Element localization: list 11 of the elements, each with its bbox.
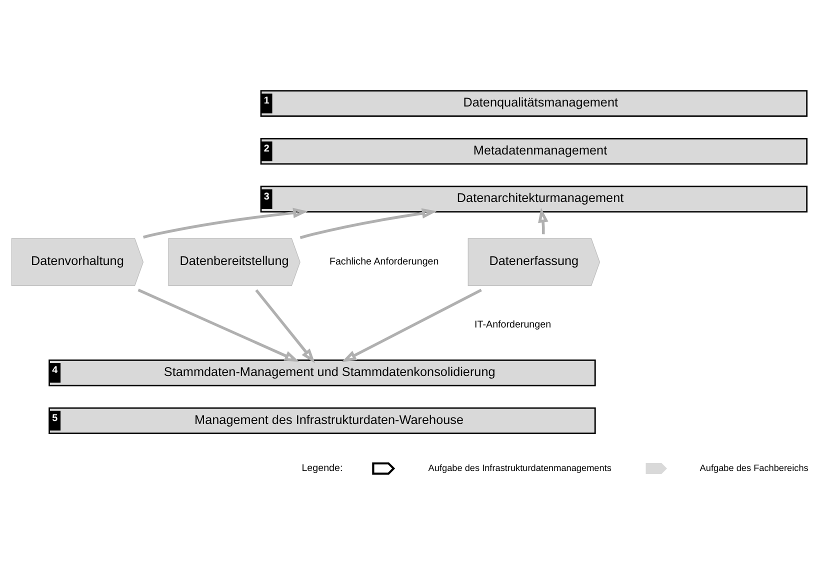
arrow	[138, 288, 300, 362]
arrow	[538, 207, 548, 234]
label: Legende:	[302, 462, 343, 474]
arrow	[255, 288, 316, 363]
legend-label: Aufgabe des Infrastrukturdatenmanagements	[428, 462, 612, 472]
label: IT-Anforderungen	[474, 319, 552, 330]
label: Fachliche Anforderungen	[329, 256, 439, 268]
arrow	[300, 208, 437, 239]
legend-label: Aufgabe des Fachbereichs	[700, 462, 808, 472]
arrow	[342, 288, 482, 362]
arrow	[143, 207, 308, 238]
